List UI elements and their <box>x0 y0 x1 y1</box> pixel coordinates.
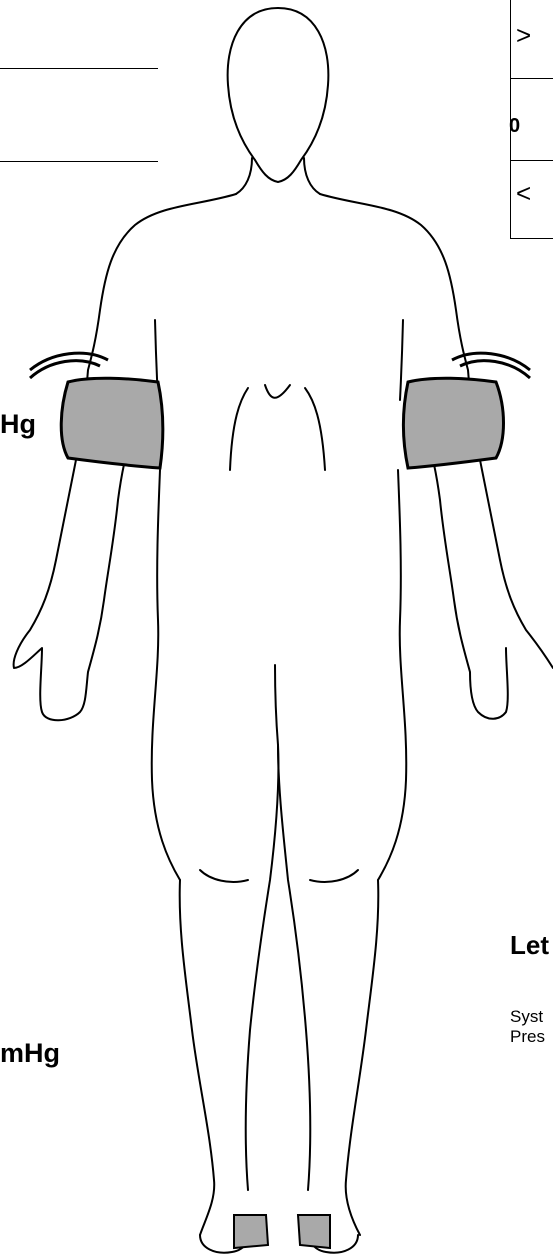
right-arm-cuff <box>404 353 531 468</box>
right-armpit-line <box>400 320 403 400</box>
chest-mid <box>265 385 290 398</box>
crotch-line <box>275 665 278 745</box>
left-knee <box>200 870 248 882</box>
chest-line-right <box>305 388 325 470</box>
right-ankle-cuff <box>298 1215 330 1248</box>
left-leg-outer <box>180 880 215 1235</box>
left-leg-inner <box>246 745 279 1190</box>
right-torso-side <box>378 470 406 880</box>
neck-outline <box>236 158 320 194</box>
head-outline <box>228 8 329 182</box>
left-arm-cuff <box>30 353 163 468</box>
right-knee <box>310 870 358 882</box>
right-leg-inner <box>278 745 310 1190</box>
left-ankle-cuff <box>234 1215 268 1248</box>
right-leg-outer <box>346 880 379 1235</box>
left-torso-side <box>152 470 180 880</box>
chest-line-left <box>230 388 248 470</box>
